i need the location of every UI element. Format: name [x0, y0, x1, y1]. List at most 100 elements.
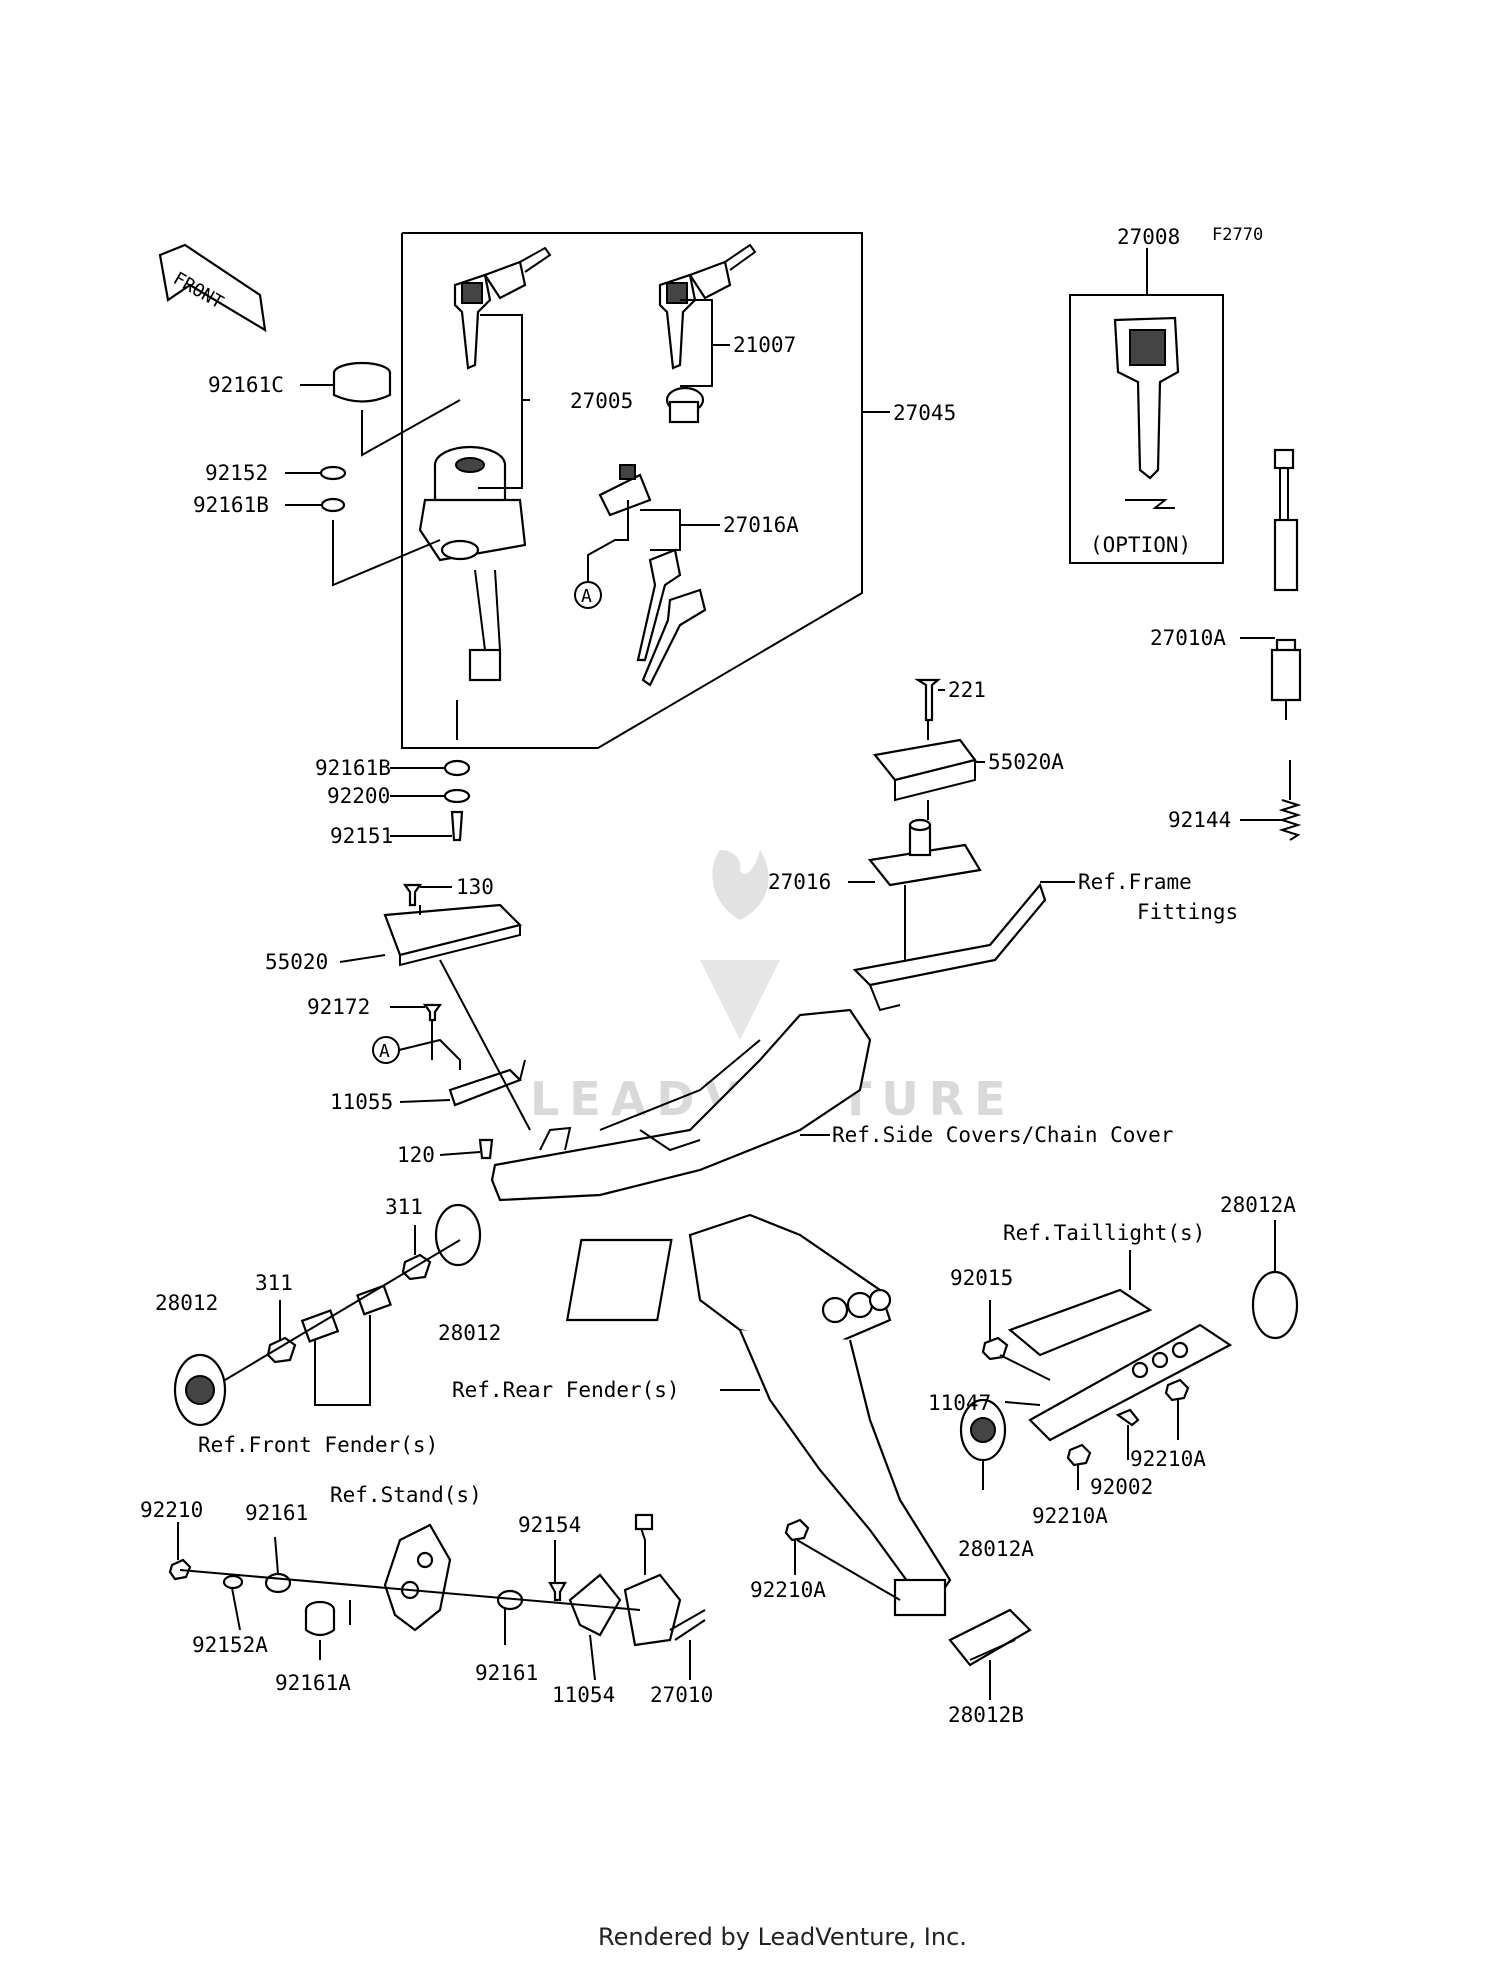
- label-92154: 92154: [518, 1513, 581, 1537]
- label-221: 221: [948, 678, 986, 702]
- label-11054: 11054: [552, 1683, 615, 1707]
- callout-a-top-leader: [587, 500, 629, 582]
- washer-92161-left-icon: [264, 1572, 292, 1594]
- label-28012-mid: 28012: [438, 1321, 501, 1345]
- reflector-28012-left-icon: [173, 1353, 227, 1427]
- label-92161B-bot: 92161B: [315, 756, 391, 780]
- label-92152: 92152: [205, 461, 268, 485]
- screw-130-icon: [402, 883, 423, 907]
- label-27005: 27005: [570, 389, 633, 413]
- stand-bracket-icon: [383, 1523, 452, 1632]
- label-27008: 27008: [1117, 225, 1180, 249]
- washer-92152-icon: [319, 465, 347, 481]
- ref-taillight: Ref.Taillight(s): [1003, 1221, 1205, 1245]
- option-key-icon: [1113, 316, 1180, 509]
- label-92161C: 92161C: [208, 373, 284, 397]
- label-27016: 27016: [768, 870, 831, 894]
- label-92200: 92200: [327, 784, 390, 808]
- key-set-21007-icon: [658, 243, 757, 370]
- reflector-28012-mid-icon: [434, 1203, 482, 1267]
- label-55020: 55020: [265, 950, 328, 974]
- label-92144: 92144: [1168, 808, 1231, 832]
- kit-outline: [401, 232, 863, 749]
- front-arrow-icon: FRONT: [158, 243, 267, 333]
- label-120: 120: [397, 1143, 435, 1167]
- washer-92161B-lower-icon: [443, 759, 471, 777]
- bolt-92151-icon: [450, 810, 464, 842]
- nut-92210-icon: [168, 1558, 192, 1581]
- option-label: (OPTION): [1090, 533, 1191, 557]
- label-28012A-bot: 28012A: [958, 1537, 1034, 1561]
- screw-92172-icon: [422, 1003, 443, 1022]
- nut-92210A-low-icon: [784, 1518, 810, 1542]
- label-92151: 92151: [330, 824, 393, 848]
- ignition-leaders: [332, 399, 461, 740]
- key-set-27016A-icon: [636, 548, 707, 687]
- reference-labels: Ref.Frame Fittings Ref.Side Covers/Chain…: [198, 870, 1238, 1507]
- label-27010A: 27010A: [1150, 626, 1226, 650]
- fender-leaders: [796, 1354, 1051, 1601]
- label-92015: 92015: [950, 1266, 1013, 1290]
- label-27045: 27045: [893, 401, 956, 425]
- ref-stand: Ref.Stand(s): [330, 1483, 482, 1507]
- ref-frame-2: Fittings: [1137, 900, 1238, 924]
- label-92161-mid: 92161: [475, 1661, 538, 1685]
- label-130: 130: [456, 875, 494, 899]
- label-28012-left: 28012: [155, 1291, 218, 1315]
- ref-side-covers: Ref.Side Covers/Chain Cover: [832, 1123, 1173, 1147]
- switch-27010A-icon: [1270, 448, 1302, 720]
- nut-92210A-right-icon: [1164, 1378, 1190, 1402]
- side-stand-switch-27010-icon: [623, 1513, 706, 1647]
- side-cover-icon: [490, 1008, 872, 1202]
- washer-92161B-icon: [320, 497, 346, 513]
- stand-leader: [179, 1569, 641, 1611]
- label-92161A: 92161A: [275, 1671, 351, 1695]
- spacer-right-icon: [356, 1284, 392, 1316]
- rear-fender-icon: [565, 1213, 952, 1617]
- bracket-55020A-icon: [872, 738, 977, 802]
- bracket-leaders: [419, 905, 531, 1131]
- ref-rear-fender: Ref.Rear Fender(s): [452, 1378, 680, 1402]
- callout-a-top-text: A: [581, 586, 592, 607]
- front-fender-leaders: [224, 1239, 461, 1406]
- label-92161-left: 92161: [245, 1501, 308, 1525]
- label-leaders: [177, 248, 1282, 1700]
- label-92161B-top: 92161B: [193, 493, 269, 517]
- label-92002: 92002: [1090, 1475, 1153, 1499]
- reflector-28012A-top-icon: [1251, 1270, 1299, 1340]
- bolt-120-icon: [478, 1138, 494, 1160]
- spring-92144-icon: [1278, 760, 1302, 841]
- bolt-92154-icon: [548, 1581, 567, 1602]
- label-311-mid: 311: [255, 1271, 293, 1295]
- label-311-top: 311: [385, 1195, 423, 1219]
- switch-bracket-11054-icon: [568, 1573, 622, 1637]
- washer-92200-icon: [443, 788, 471, 804]
- label-27010: 27010: [650, 1683, 713, 1707]
- label-28012B: 28012B: [948, 1703, 1024, 1727]
- washer-92152A-icon: [222, 1574, 244, 1590]
- label-92210: 92210: [140, 1498, 203, 1522]
- label-92172: 92172: [307, 995, 370, 1019]
- screw-221-icon: [914, 678, 942, 722]
- label-11047: 11047: [928, 1391, 991, 1415]
- ref-front-fender: Ref.Front Fender(s): [198, 1433, 438, 1457]
- label-92210A-mid: 92210A: [1032, 1504, 1108, 1528]
- label-28012A-top: 28012A: [1220, 1193, 1296, 1217]
- label-21007: 21007: [733, 333, 796, 357]
- lock-27016-icon: [867, 818, 982, 887]
- spacer-92161A-icon: [304, 1600, 336, 1637]
- taillight-bracket-icon: [1007, 1288, 1233, 1442]
- part-labels: 27008 92161C 27005 21007 27045 92152 921…: [140, 225, 1296, 1727]
- lock-leaders: [904, 720, 929, 960]
- nut-92210A-mid-icon: [1066, 1443, 1092, 1467]
- cap-21007-icon: [665, 386, 705, 424]
- seat-lock-27016A-icon: [598, 464, 652, 517]
- ref-frame-1: Ref.Frame: [1078, 870, 1192, 894]
- reflector-28012B-icon: [948, 1608, 1032, 1667]
- sleeve-92161C-icon: [332, 361, 392, 403]
- bolt-92002-icon: [1115, 1408, 1140, 1427]
- key-set-27005-icon: [453, 246, 552, 370]
- bracket-55020-icon: [383, 903, 523, 967]
- callout-a-bot-text: A: [379, 1041, 390, 1062]
